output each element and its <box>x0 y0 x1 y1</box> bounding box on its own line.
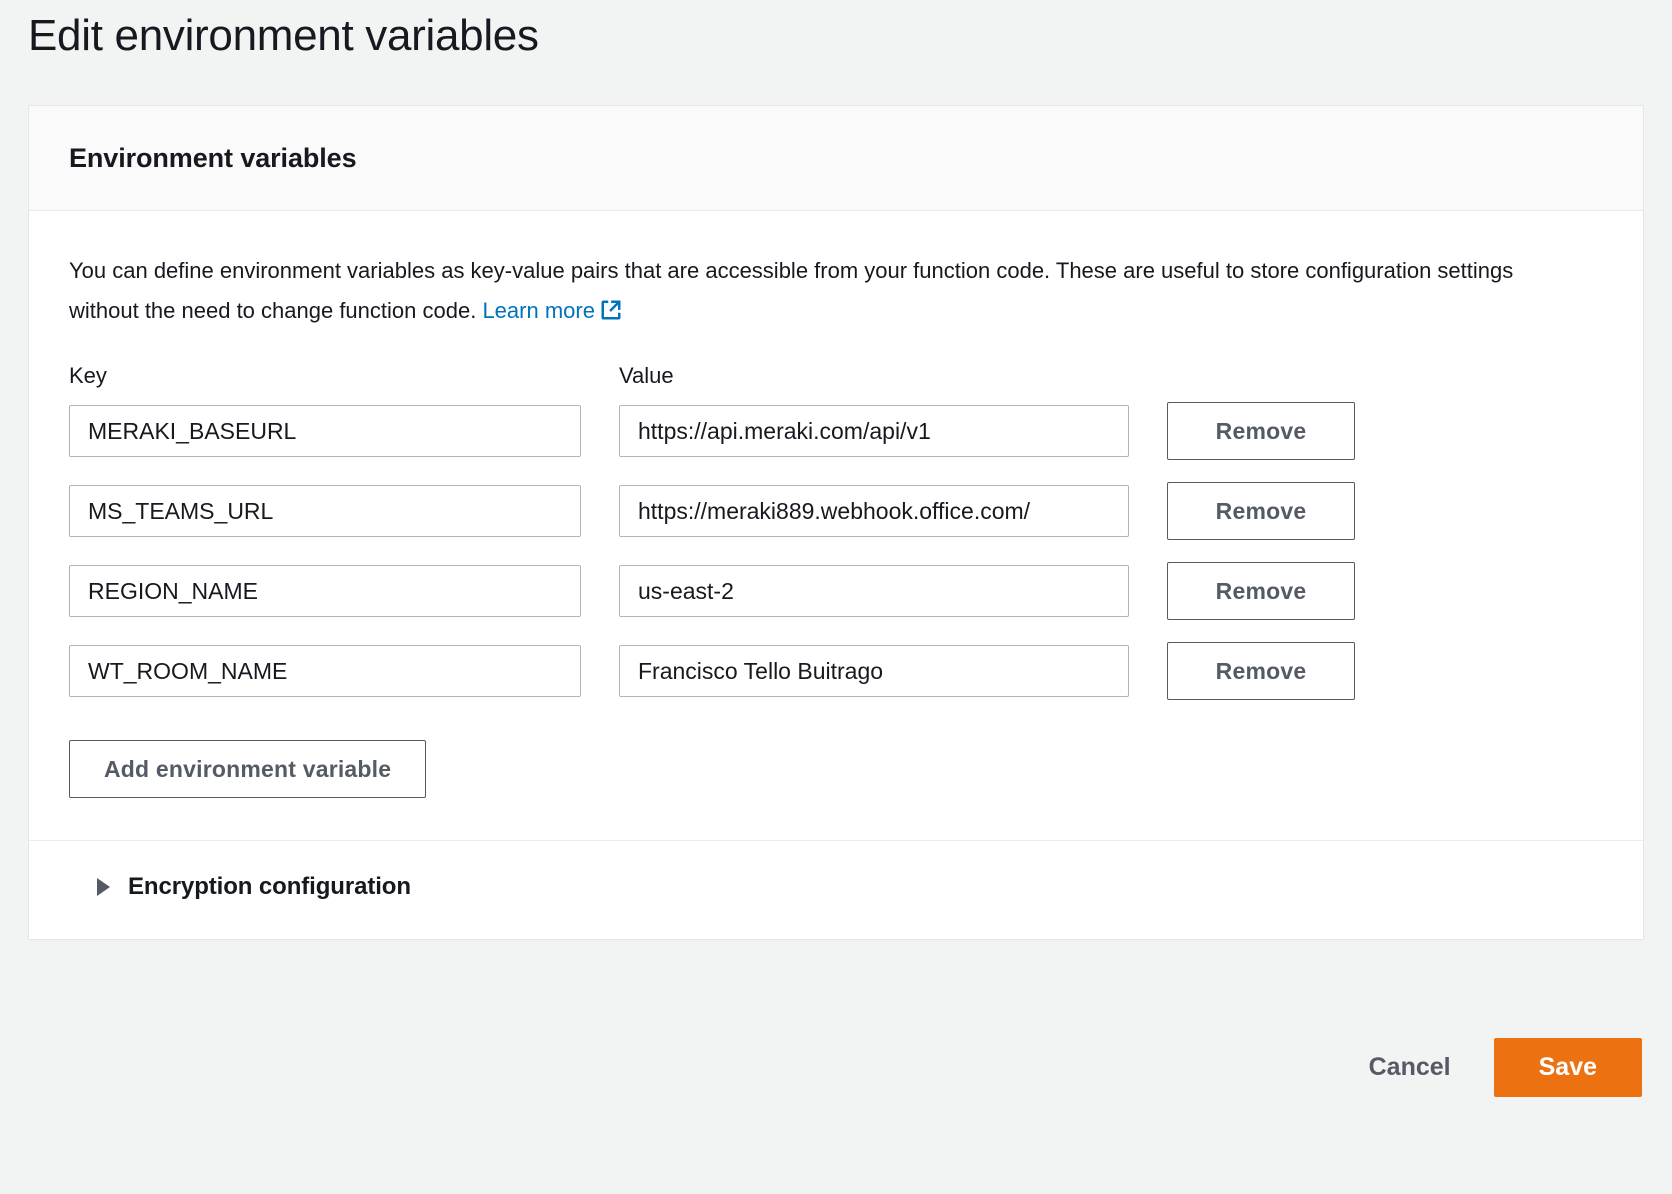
key-input-wrapper <box>69 645 581 697</box>
value-input-wrapper <box>619 405 1129 457</box>
panel-body: You can define environment variables as … <box>29 211 1643 840</box>
key-input[interactable] <box>69 645 581 697</box>
value-input[interactable] <box>619 645 1129 697</box>
key-input[interactable] <box>69 485 581 537</box>
key-input-wrapper <box>69 485 581 537</box>
table-row: Remove <box>69 562 1603 620</box>
remove-button[interactable]: Remove <box>1167 642 1355 700</box>
value-input[interactable] <box>619 405 1129 457</box>
learn-more-link[interactable]: Learn more <box>482 298 595 323</box>
column-headers: Key Value <box>69 362 1603 390</box>
cancel-button[interactable]: Cancel <box>1340 1038 1480 1097</box>
caret-right-icon <box>97 878 110 896</box>
key-input[interactable] <box>69 565 581 617</box>
remove-button[interactable]: Remove <box>1167 402 1355 460</box>
key-input[interactable] <box>69 405 581 457</box>
table-row: Remove <box>69 482 1603 540</box>
encryption-configuration-toggle[interactable]: Encryption configuration <box>97 873 411 901</box>
save-button[interactable]: Save <box>1493 1038 1642 1097</box>
add-environment-variable-button[interactable]: Add environment variable <box>69 740 427 798</box>
remove-button[interactable]: Remove <box>1167 562 1355 620</box>
key-input-wrapper <box>69 405 581 457</box>
encryption-configuration-label: Encryption configuration <box>128 873 411 900</box>
value-input[interactable] <box>619 565 1129 617</box>
page-title: Edit environment variables <box>28 11 539 60</box>
value-input-wrapper <box>619 485 1129 537</box>
learn-more-label: Learn more <box>482 298 595 323</box>
column-header-value: Value <box>619 363 674 388</box>
table-row: Remove <box>69 642 1603 700</box>
environment-variables-panel: Environment variables You can define env… <box>28 105 1644 940</box>
footer-actions: Cancel Save <box>1340 1038 1642 1097</box>
panel-header: Environment variables <box>29 106 1643 211</box>
value-input[interactable] <box>619 485 1129 537</box>
column-header-key: Key <box>69 363 107 388</box>
remove-button[interactable]: Remove <box>1167 482 1355 540</box>
panel-description-text: You can define environment variables as … <box>69 258 1514 323</box>
panel-header-title: Environment variables <box>69 142 357 173</box>
external-link-icon <box>600 294 622 334</box>
panel-description: You can define environment variables as … <box>69 251 1569 334</box>
key-input-wrapper <box>69 565 581 617</box>
table-row: Remove <box>69 402 1603 460</box>
value-input-wrapper <box>619 565 1129 617</box>
value-input-wrapper <box>619 645 1129 697</box>
encryption-configuration-section: Encryption configuration <box>29 840 1643 939</box>
